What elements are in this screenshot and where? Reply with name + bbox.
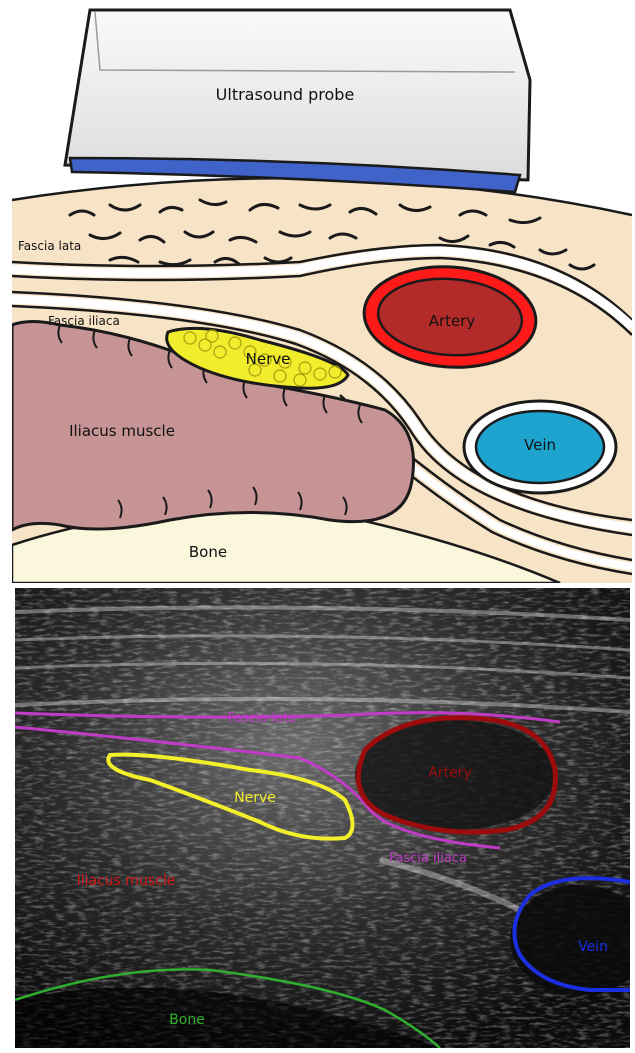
- anatomy-illustration: Ultrasound probe Fascia lata Fascia ilia…: [12, 10, 632, 583]
- fascia-lata-label: Fascia lata: [18, 239, 81, 253]
- us-vein-label: Vein: [578, 939, 608, 955]
- us-bone-label: Bone: [169, 1012, 205, 1028]
- us-fascia-iliaca-label: Fascia iliaca: [389, 851, 467, 866]
- us-artery-label: Artery: [428, 765, 471, 781]
- artery-label: Artery: [429, 312, 476, 330]
- muscle-label: Iliacus muscle: [69, 422, 175, 440]
- nerve-label: Nerve: [246, 350, 291, 368]
- us-fascia-lata-label: Fascia lata: [228, 711, 297, 726]
- ultrasound-image: [15, 588, 635, 1048]
- fascia-iliaca-label: Fascia iliaca: [48, 314, 120, 328]
- bone-label: Bone: [189, 543, 227, 561]
- us-muscle-label: Iliacus muscle: [77, 873, 176, 889]
- probe-label: Ultrasound probe: [216, 85, 355, 104]
- us-nerve-label: Nerve: [234, 790, 276, 806]
- vein-label: Vein: [524, 436, 556, 454]
